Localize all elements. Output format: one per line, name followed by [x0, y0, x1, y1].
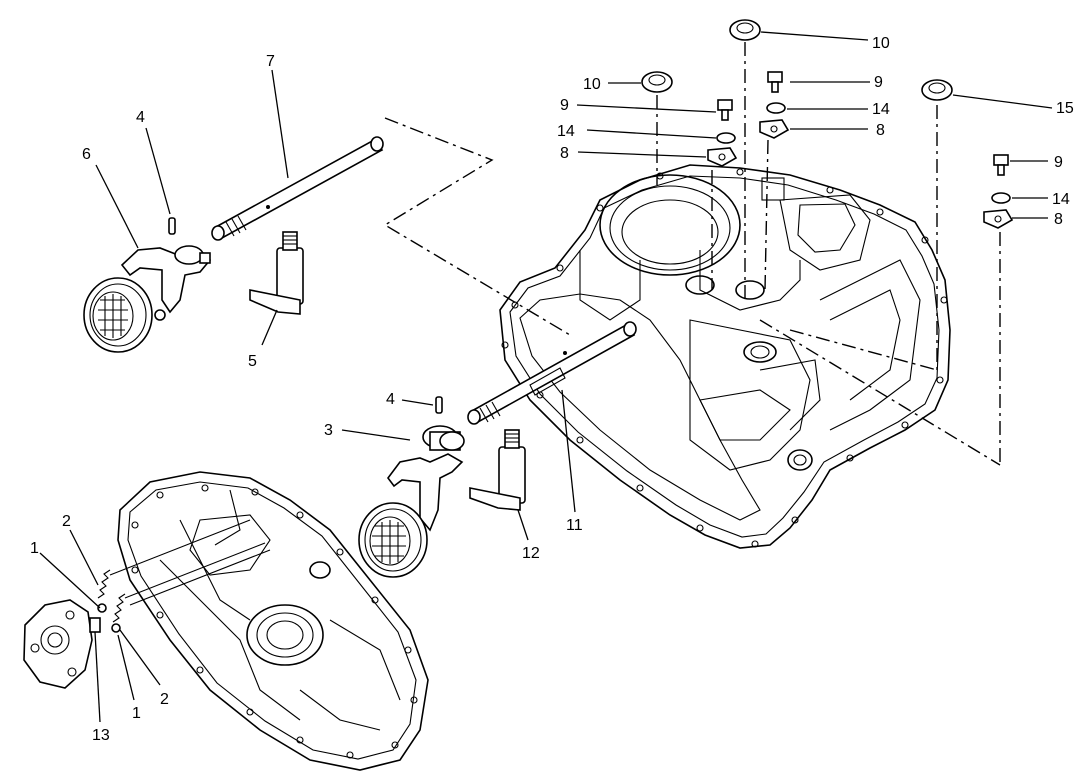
washer-c	[991, 192, 1011, 204]
shift-lever-lower	[469, 429, 526, 511]
alignment-lines	[383, 42, 1001, 466]
callout-1-upper: 1	[30, 540, 39, 557]
callout-6: 6	[82, 146, 91, 163]
lock-plate-c	[983, 209, 1014, 229]
bolt-a	[717, 99, 733, 121]
callout-10-left: 10	[583, 76, 601, 93]
roll-pin-upper	[168, 217, 176, 235]
callout-13: 13	[92, 727, 110, 744]
callout-3: 3	[324, 422, 333, 439]
shift-rod-lower	[467, 321, 637, 425]
callout-8-left: 8	[560, 145, 569, 162]
shift-lever-upper	[249, 231, 304, 315]
callout-9-right: 9	[1054, 154, 1063, 171]
callout-11: 11	[566, 517, 583, 534]
callout-4-upper: 4	[136, 109, 145, 126]
callout-1-lower: 1	[132, 705, 141, 722]
transmission-case	[499, 164, 951, 549]
bearing-right-15	[921, 79, 953, 101]
callout-9-mid: 9	[874, 74, 883, 91]
leader-lines	[39, 31, 1053, 723]
callout-14-right: 14	[1052, 191, 1070, 208]
callout-4-lower: 4	[386, 391, 395, 408]
bearing-top-left	[641, 71, 673, 93]
shift-fork-upper	[120, 245, 212, 321]
callout-2-upper: 2	[62, 513, 71, 530]
cover-bolt-holes	[131, 484, 418, 759]
detent-springs-balls	[97, 519, 271, 633]
shift-rod-upper	[211, 136, 384, 241]
callout-14-left: 14	[557, 123, 575, 140]
callout-labels: 10 10 9 9 9 14 14 14 8 8 8 15 7 4 4 6 5 …	[30, 35, 1074, 744]
callout-15: 15	[1056, 100, 1074, 117]
case-bolt-holes	[501, 168, 948, 548]
roll-pin-lower	[435, 396, 443, 414]
washer-a	[716, 132, 736, 144]
callout-14-mid: 14	[872, 101, 890, 118]
callout-8-mid: 8	[876, 122, 885, 139]
washer-b	[766, 102, 786, 114]
callout-10-top: 10	[872, 35, 890, 52]
bolt-c	[993, 154, 1009, 176]
callout-8-right: 8	[1054, 211, 1063, 228]
callout-9-left: 9	[560, 97, 569, 114]
lock-plate-b	[759, 119, 790, 139]
lock-plate-a	[707, 147, 738, 167]
synchro-sleeve-upper	[83, 277, 153, 353]
callout-12: 12	[522, 545, 540, 562]
synchro-sleeve-lower	[358, 502, 428, 578]
callout-5: 5	[248, 353, 257, 370]
detent-housing	[23, 599, 101, 689]
callout-7: 7	[266, 53, 275, 70]
bearing-top-center	[729, 19, 761, 41]
shift-fork-lower	[387, 425, 465, 532]
end-cover	[117, 471, 429, 771]
bolt-b	[767, 71, 783, 93]
callout-2-lower: 2	[160, 691, 169, 708]
